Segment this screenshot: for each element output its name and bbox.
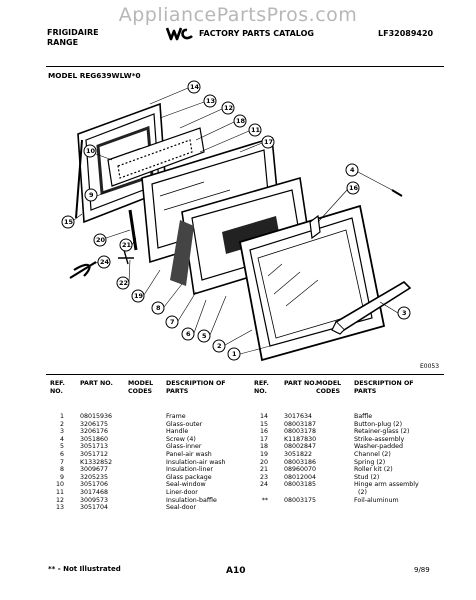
leader-lines bbox=[73, 87, 399, 355]
catalog-title: FACTORY PARTS CATALOG bbox=[199, 29, 314, 38]
header-desc: DESCRIPTION OF PARTS bbox=[166, 380, 226, 395]
callout-15: 15 bbox=[64, 218, 74, 226]
callout-20: 20 bbox=[96, 236, 106, 244]
callout-2: 2 bbox=[217, 342, 222, 350]
callout-24: 24 bbox=[100, 258, 110, 266]
callout-13: 13 bbox=[206, 97, 216, 105]
callout-7: 7 bbox=[170, 318, 175, 326]
callout-17: 17 bbox=[264, 138, 274, 146]
header-model-right: MODEL CODES bbox=[316, 380, 342, 395]
drawing-code: E0053 bbox=[420, 363, 440, 370]
callout-5: 5 bbox=[202, 332, 207, 340]
callout-6: 6 bbox=[186, 330, 191, 338]
callout-8: 8 bbox=[156, 304, 161, 312]
not-illustrated-note: ** - Not Illustrated bbox=[48, 565, 121, 573]
header-part: PART NO. bbox=[80, 380, 113, 387]
callout-3: 3 bbox=[402, 309, 407, 317]
brand-logo bbox=[165, 24, 195, 42]
baffle-drawing bbox=[107, 127, 205, 187]
header-part-right: PART NO. bbox=[284, 380, 317, 387]
brand-label: FRIGIDAIRE bbox=[47, 28, 99, 37]
callout-12: 12 bbox=[224, 104, 234, 112]
callout-4: 4 bbox=[350, 166, 355, 174]
callout-10: 10 bbox=[86, 147, 96, 155]
callout-16: 16 bbox=[349, 184, 359, 192]
product-label: RANGE bbox=[47, 38, 79, 47]
header-rule bbox=[46, 66, 444, 68]
callout-18: 18 bbox=[236, 117, 246, 125]
exploded-diagram bbox=[46, 80, 444, 370]
table-row: (2) bbox=[358, 488, 367, 496]
callout-21: 21 bbox=[122, 241, 132, 249]
callout-14: 14 bbox=[190, 83, 200, 91]
model-label: MODEL REG639WLW*0 bbox=[48, 71, 141, 80]
callout-1: 1 bbox=[232, 350, 237, 358]
callout-9: 9 bbox=[89, 191, 94, 199]
catalog-number: LF32089420 bbox=[378, 29, 434, 38]
handle-drawing bbox=[331, 280, 412, 335]
header-desc-right: DESCRIPTION OF PARTS bbox=[354, 380, 414, 395]
catalog-date: 9/89 bbox=[414, 566, 430, 574]
callout-22: 22 bbox=[119, 279, 129, 287]
header-ref: REF. NO. bbox=[50, 380, 65, 395]
header-model: MODEL CODES bbox=[128, 380, 154, 395]
page-number: A10 bbox=[226, 566, 246, 576]
small-parts-drawing bbox=[69, 189, 403, 279]
callout-labels: 14 13 12 18 11 17 10 9 15 20 21 24 22 19… bbox=[46, 80, 444, 370]
callout-19: 19 bbox=[134, 292, 144, 300]
watermark: AppliancePartsPros.com bbox=[118, 4, 358, 26]
table-rule bbox=[46, 374, 444, 376]
callout-11: 11 bbox=[251, 126, 261, 134]
header-ref-right: REF. NO. bbox=[254, 380, 269, 395]
